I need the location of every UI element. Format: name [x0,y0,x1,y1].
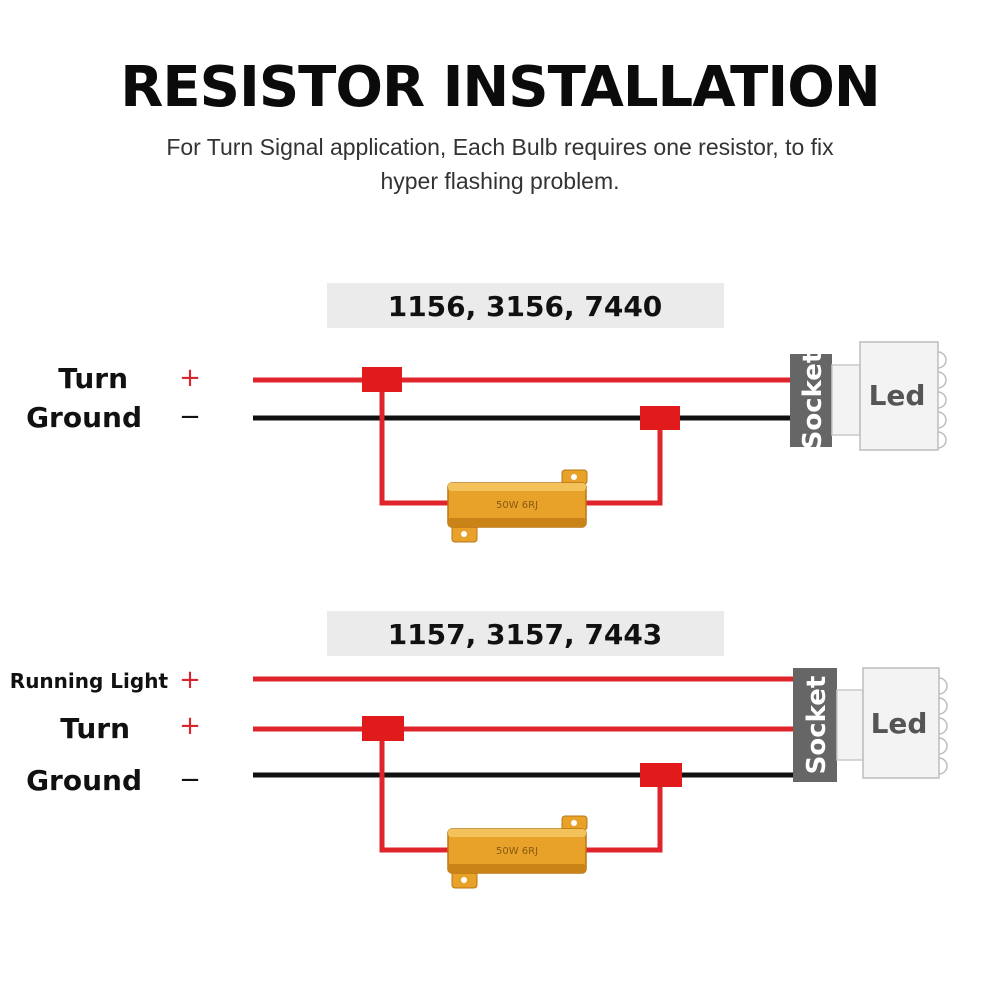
diagram-2-led-bulb: Led [836,667,948,779]
diagram-1-socket-label: Socket [798,351,828,450]
diagram-2-resistor-label: 50W 6RJ [496,846,538,857]
diagram-1: 1156, 3156, 7440 Turn + Ground − 50W 6RJ… [26,283,947,543]
diagram-2-ground-connector [640,763,682,787]
diagram-1-led-bulb: Led [831,341,947,451]
page-title: RESISTOR INSTALLATION [120,55,880,120]
diagram-2-resistor-lead-right [585,775,663,853]
diagram-1-resistor-lead-right [585,418,663,506]
diagram-1-turn-sign: + [179,363,201,393]
diagram-2-turn-connector [362,716,404,741]
diagram-1-socket [790,354,832,447]
diagram-1-resistor-lead-left [379,380,448,506]
diagram-2: 1157, 3157, 7443 Running Light + Turn + … [10,611,948,889]
subtitle-line-1: For Turn Signal application, Each Bulb r… [166,134,834,160]
diagram-2-socket-label: Socket [802,676,832,775]
page-subtitle: For Turn Signal application, Each Bulb r… [130,130,870,198]
diagram-2-resistor: 50W 6RJ [447,815,588,889]
diagram-2-models: 1157, 3157, 7443 [388,618,663,651]
diagram-2-socket [793,668,837,782]
diagram-1-ground-label: Ground [26,401,142,434]
diagram-2-running-light-label: Running Light [10,669,169,693]
diagram-2-turn-label: Turn [60,712,130,745]
diagram-2-ground-label: Ground [26,764,142,797]
subtitle-line-2: hyper flashing problem. [380,168,620,194]
diagram-1-resistor-label: 50W 6RJ [496,500,538,511]
diagram-1-resistor: 50W 6RJ [447,469,588,543]
diagram-1-turn-label: Turn [58,362,128,395]
diagram-2-turn-sign: + [179,711,201,741]
diagram-2-resistor-lead-left [379,729,448,853]
diagram-1-led-label: Led [869,379,926,412]
diagram-1-models: 1156, 3156, 7440 [388,290,663,323]
diagram-2-running-light-sign: + [179,665,201,695]
diagram-1-ground-sign: − [179,402,201,432]
diagram-1-header-box [327,283,724,328]
diagram-1-ground-connector [640,406,680,430]
diagram-2-header-box [327,611,724,656]
diagram-2-led-label: Led [871,707,928,740]
diagram-2-ground-sign: − [179,765,201,795]
diagram-1-turn-connector [362,367,402,392]
